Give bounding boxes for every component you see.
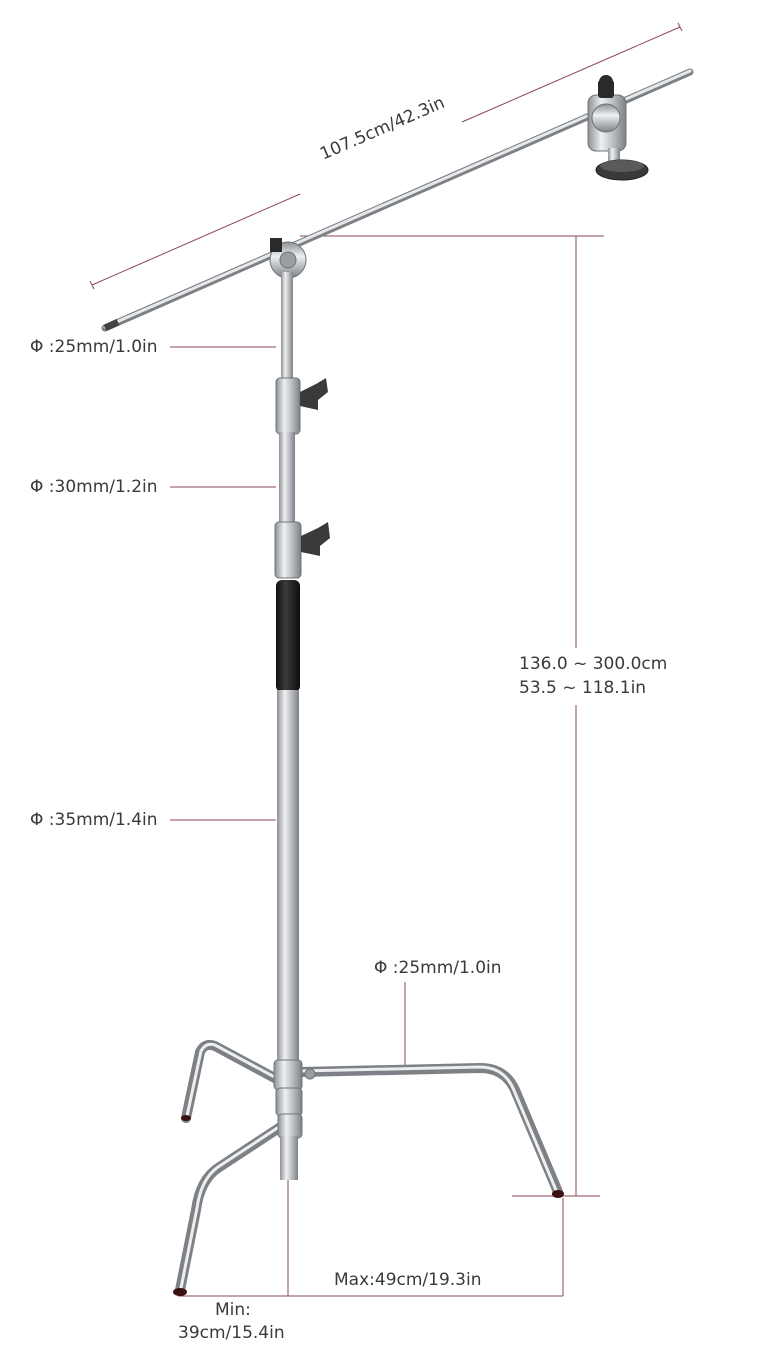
boom-dimension-line-right xyxy=(461,26,681,123)
height-range-cm-label: 136.0 ~ 300.0cm xyxy=(519,654,668,674)
turtle-base xyxy=(173,1039,564,1296)
boom-joint xyxy=(269,238,307,279)
dimension-lines xyxy=(89,22,683,1297)
height-range-in-label: 53.5 ~ 118.1in xyxy=(519,678,647,698)
max-footprint-label: Max:49cm/19.3in xyxy=(334,1270,482,1290)
grip-head-clamp xyxy=(587,75,649,181)
riser-column xyxy=(274,272,330,1062)
top-tube-diameter-label: Φ :25mm/1.0in xyxy=(30,337,158,357)
base-tube-diameter-label: Φ :35mm/1.4in xyxy=(30,810,158,830)
min-footprint-value: 39cm/15.4in xyxy=(178,1323,285,1343)
boom-dimension-line-left xyxy=(91,193,301,286)
mid-tube-diameter-label: Φ :30mm/1.2in xyxy=(30,477,158,497)
min-footprint-label: Min: xyxy=(215,1300,251,1320)
leg-diameter-label: Φ :25mm/1.0in xyxy=(374,958,502,978)
